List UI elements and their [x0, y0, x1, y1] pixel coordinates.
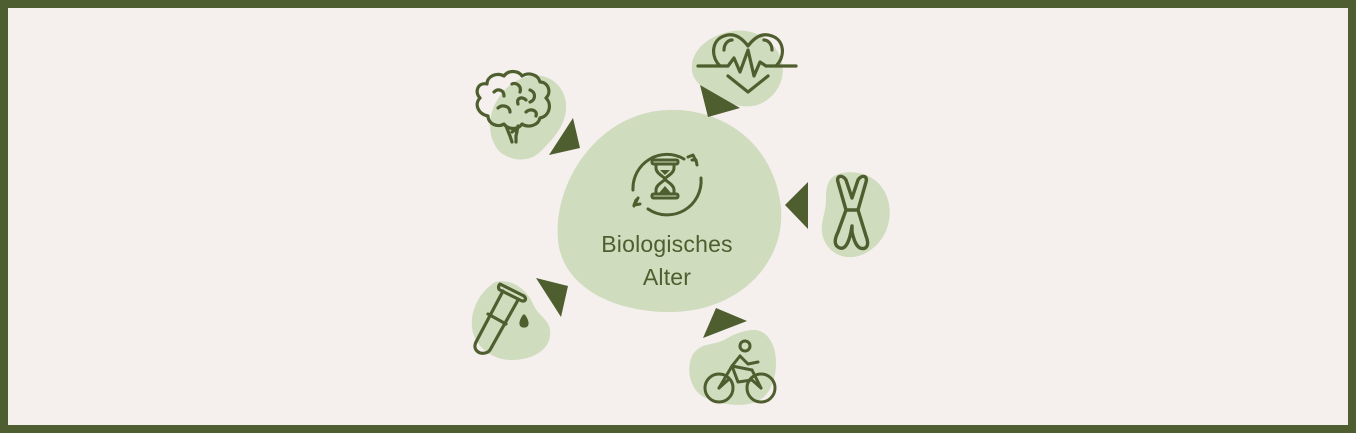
center-label-line2: Alter [642, 264, 692, 290]
test-tube-icon [473, 282, 529, 355]
arrow-chromosome [785, 182, 808, 229]
test-tube-blob [471, 281, 551, 360]
arrow-heart [700, 85, 740, 117]
brain-icon [475, 69, 551, 144]
center-label-line1: Biologisches [601, 231, 733, 257]
hourglass-cycle-icon [631, 152, 703, 217]
center-label: Biologisches Alter [560, 228, 774, 294]
arrow-bicycle [703, 308, 747, 338]
heartbeat-icon [696, 33, 798, 94]
chromosome-blob [821, 172, 890, 258]
bicycle-icon [703, 339, 777, 404]
arrow-test-tube [536, 278, 568, 317]
arrow-brain [549, 118, 580, 155]
chromosome-icon [833, 174, 870, 251]
center-blob [557, 109, 782, 312]
